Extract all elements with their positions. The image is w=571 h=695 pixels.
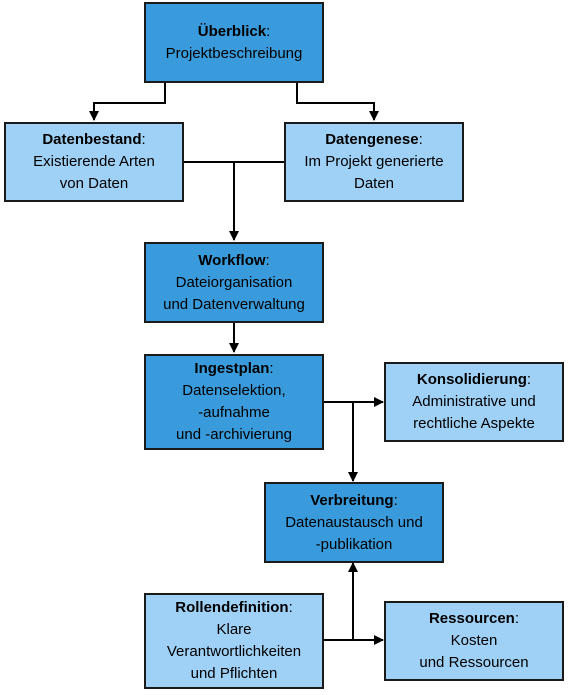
node-description-line: Administrative und — [412, 393, 536, 410]
node-title: Ressourcen — [428, 610, 515, 627]
node-description-line: Daten — [353, 175, 395, 192]
node-konsolidierung: Konsolidierung: Administrative und rechtli… — [384, 362, 564, 442]
node-title-colon: : — [141, 131, 146, 148]
node-title: Workflow — [198, 251, 266, 269]
node-description-line: und Datenverwaltung — [163, 295, 305, 313]
node-description-line: rechtliche Aspekte — [413, 415, 535, 432]
node-description-line: und Ressourcen — [419, 654, 529, 671]
node-title: Datengenese — [325, 131, 419, 148]
node-description-line: Datenselektion, — [182, 382, 286, 399]
node-heading: Ressourcen: — [429, 608, 519, 630]
node-title: Überblick — [197, 22, 267, 40]
node-title-colon: : — [418, 131, 423, 148]
node-description-line: Existierende Arten — [33, 153, 155, 170]
node-description-line: und -archivierung — [176, 426, 292, 443]
node-description-line: und Pflichten — [190, 665, 278, 682]
node-description-line: Datenaustausch und — [285, 513, 423, 531]
node-heading: Datengenese: — [325, 129, 423, 151]
node-description-line: Kosten — [450, 632, 498, 649]
node-heading: Workflow: — [198, 250, 269, 272]
node-heading: Konsolidierung: — [417, 369, 531, 391]
node-ingestplan: Ingestplan: Datenselektion, -aufnahme und -… — [144, 354, 324, 450]
node-description-line: Verantwortlichkeiten — [166, 643, 302, 660]
node-description-line: Dateiorganisation — [175, 273, 293, 291]
edge-ueberblick-datenbestand — [89, 82, 166, 121]
node-title: Ingestplan — [194, 360, 270, 377]
node-heading: Datenbestand: — [42, 129, 145, 151]
node-title-colon: : — [393, 491, 398, 509]
node-ressourcen: Ressourcen: Kosten und Ressourcen — [384, 601, 564, 681]
node-title-colon: : — [514, 610, 520, 627]
node-description-line: Im Projekt generierte — [304, 153, 444, 170]
node-heading: Überblick: — [198, 21, 271, 43]
node-verbreitung: Verbreitung:Datenaustausch und-publikati… — [264, 482, 444, 563]
node-title-colon: : — [265, 251, 270, 269]
node-description-line: -publikation — [315, 535, 393, 553]
node-heading: Ingestplan: — [194, 358, 273, 380]
node-title-colon: : — [288, 599, 293, 616]
node-ueberblick: Überblick:Projektbeschreibung — [144, 2, 324, 83]
node-heading: Rollendefinition: — [175, 597, 293, 619]
node-title: Rollendefinition — [175, 599, 289, 616]
node-heading: Verbreitung: — [310, 490, 398, 512]
node-description-line: Projektbeschreibung — [165, 44, 303, 62]
node-description-line: Klare — [216, 621, 252, 638]
node-title-colon: : — [269, 360, 274, 377]
node-title-colon: : — [266, 22, 271, 40]
node-title-colon: : — [526, 371, 532, 388]
node-description-line: von Daten — [59, 175, 129, 192]
node-title: Konsolidierung — [416, 371, 527, 388]
node-description-line: -aufnahme — [198, 404, 270, 421]
node-datenbestand: Datenbestand: Existierende Arten von Daten — [4, 122, 184, 202]
edge-ueberblick-datengenese — [296, 82, 379, 121]
node-title: Datenbestand — [42, 131, 142, 148]
node-title: Verbreitung — [310, 491, 394, 509]
